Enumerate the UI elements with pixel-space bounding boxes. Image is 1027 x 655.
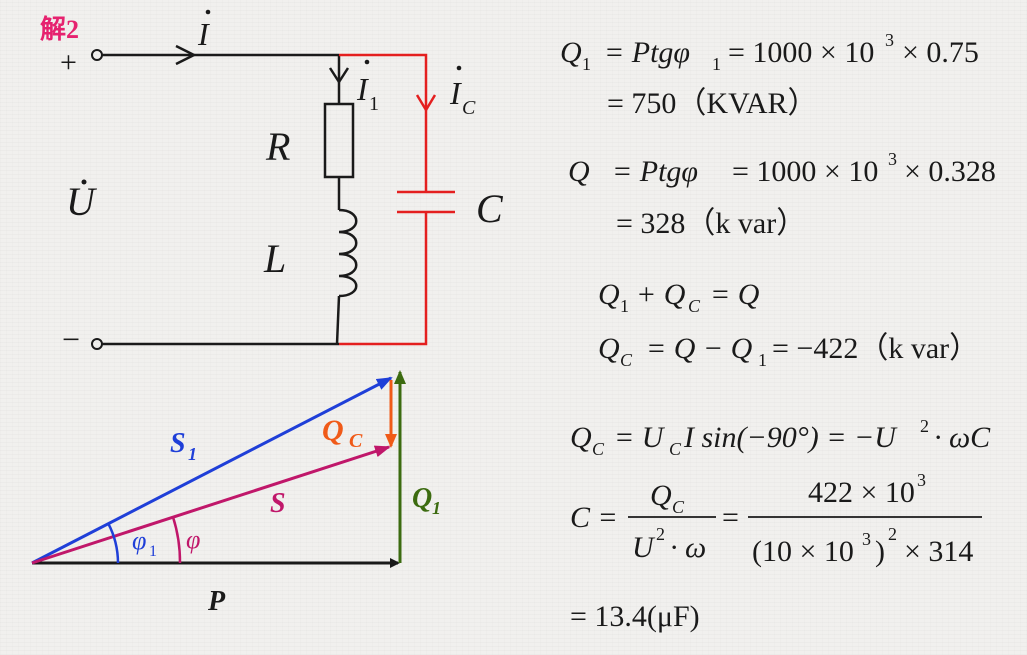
main-current-dot	[205, 9, 211, 15]
eq8-num1: Q	[650, 479, 672, 512]
circuit-diagram: 解2 + I I 1 R L U − I C	[40, 9, 504, 357]
eq1-rhs: = Ptgφ	[604, 36, 690, 69]
cap-branch-top-wire	[339, 53, 428, 192]
resistor-symbol	[323, 102, 355, 179]
power-triangle: P Q 1 S 1 S Q C φ 1 φ	[31, 370, 441, 617]
inductor-symbol	[338, 208, 358, 298]
cap-current-dot	[456, 65, 462, 71]
cap-current-arrow	[415, 94, 437, 113]
eq1-calc-tail: × 0.75	[902, 36, 979, 69]
eq6-lhs: Q	[598, 332, 620, 365]
eq7-sup: 2	[920, 416, 929, 436]
eq1-lhs-sub: 1	[582, 54, 591, 74]
qc-label: Q	[322, 414, 344, 447]
branch1-current-dot	[364, 59, 370, 65]
eq2: = 750（KVAR）	[607, 87, 818, 120]
eq8-den1-tail: · ω	[670, 531, 706, 564]
resistor-label: R	[265, 124, 290, 169]
eq8-lhs: C =	[570, 501, 618, 534]
s1-vector	[31, 376, 393, 565]
eq1-calc: = 1000 × 10	[728, 36, 874, 69]
eq5-q1: Q	[598, 278, 620, 311]
phi-arc	[171, 516, 182, 564]
q1-subscript: 1	[432, 498, 441, 518]
eq5-tail: = Q	[710, 278, 760, 311]
eq7-lhs-sub: C	[592, 439, 605, 459]
solution-label: 解2	[40, 15, 79, 44]
eq6-rhs-sub: 1	[758, 350, 767, 370]
eq3-rhs: = Ptgφ	[612, 155, 698, 188]
eq6-lhs-sub: C	[620, 350, 633, 370]
eq8-num2: 422 × 10	[808, 476, 915, 509]
eq1-rhs-sub: 1	[712, 54, 721, 74]
eq8-den2-tail: × 314	[904, 535, 973, 568]
cap-current-subscript: C	[462, 97, 476, 119]
cap-current-label: I	[449, 75, 462, 111]
eq1-calc-sup: 3	[885, 30, 894, 50]
eq3-calc: = 1000 × 10	[732, 155, 878, 188]
eq7-rhs: = U	[614, 421, 666, 454]
eq3-calc-sup: 3	[888, 149, 897, 169]
main-current-label: I	[197, 16, 210, 52]
s-label: S	[270, 488, 286, 519]
minus-terminal-node	[91, 338, 103, 350]
eq4: = 328（k var）	[616, 207, 806, 240]
s1-label: S	[170, 428, 186, 459]
eq8-den2: (10 × 10	[752, 535, 854, 568]
s1-subscript: 1	[188, 444, 197, 464]
eq8-num2-sup: 3	[917, 470, 926, 490]
eq8-den2-sup2: 2	[888, 524, 897, 544]
voltage-label: U	[66, 179, 98, 224]
inductor-label: L	[263, 236, 286, 281]
eq8-num1-sub: C	[672, 497, 685, 517]
eq6-rhs: = Q − Q	[646, 332, 753, 365]
voltage-dot	[81, 179, 87, 185]
eq5-q1-sub: 1	[620, 296, 629, 316]
eq8-den2-close: )	[875, 535, 885, 568]
eq5-qc-sub: C	[688, 296, 701, 316]
branch1-bottom-wire	[335, 295, 341, 345]
eq7-rhs-sub: C	[669, 439, 682, 459]
eq8-den2-sup: 3	[862, 529, 871, 549]
cap-branch-bottom-wire	[339, 212, 428, 346]
main-current-arrow	[175, 44, 197, 66]
eq7-tail: · ωC	[934, 421, 991, 454]
eq8-den1: U	[632, 531, 656, 564]
s-vector	[31, 445, 391, 565]
qc-subscript: C	[349, 430, 363, 452]
eq9: = 13.4(μF)	[570, 600, 700, 633]
eq6-tail: = −422（k var）	[772, 332, 979, 365]
branch1-current-subscript: 1	[369, 93, 379, 115]
phi1-subscript: 1	[149, 543, 157, 560]
eq7-mid: I sin(−90°) = −U	[683, 421, 898, 454]
p-label: P	[207, 586, 226, 617]
eq7-lhs: Q	[570, 421, 592, 454]
branch1-current-arrow	[328, 67, 350, 85]
eq5-qc: + Q	[636, 278, 686, 311]
q1-label: Q	[412, 483, 432, 514]
eq3-calc-tail: × 0.328	[904, 155, 996, 188]
branch1-current-label: I	[356, 71, 369, 107]
equations: Q 1 = Ptgφ 1 = 1000 × 10 3 × 0.75 = 750（…	[560, 30, 996, 633]
minus-terminal-label: −	[62, 321, 80, 357]
eq3-lhs: Q	[568, 155, 590, 188]
capacitor-label: C	[476, 186, 504, 231]
phi1-label: φ	[132, 526, 146, 555]
eq8-eq: =	[722, 501, 739, 534]
phi1-arc	[106, 522, 120, 564]
eq1-lhs: Q	[560, 36, 582, 69]
plus-terminal-label: +	[60, 46, 77, 79]
phi-label: φ	[186, 525, 200, 554]
plus-terminal-node	[91, 49, 103, 61]
eq8-den1-sup: 2	[656, 524, 665, 544]
